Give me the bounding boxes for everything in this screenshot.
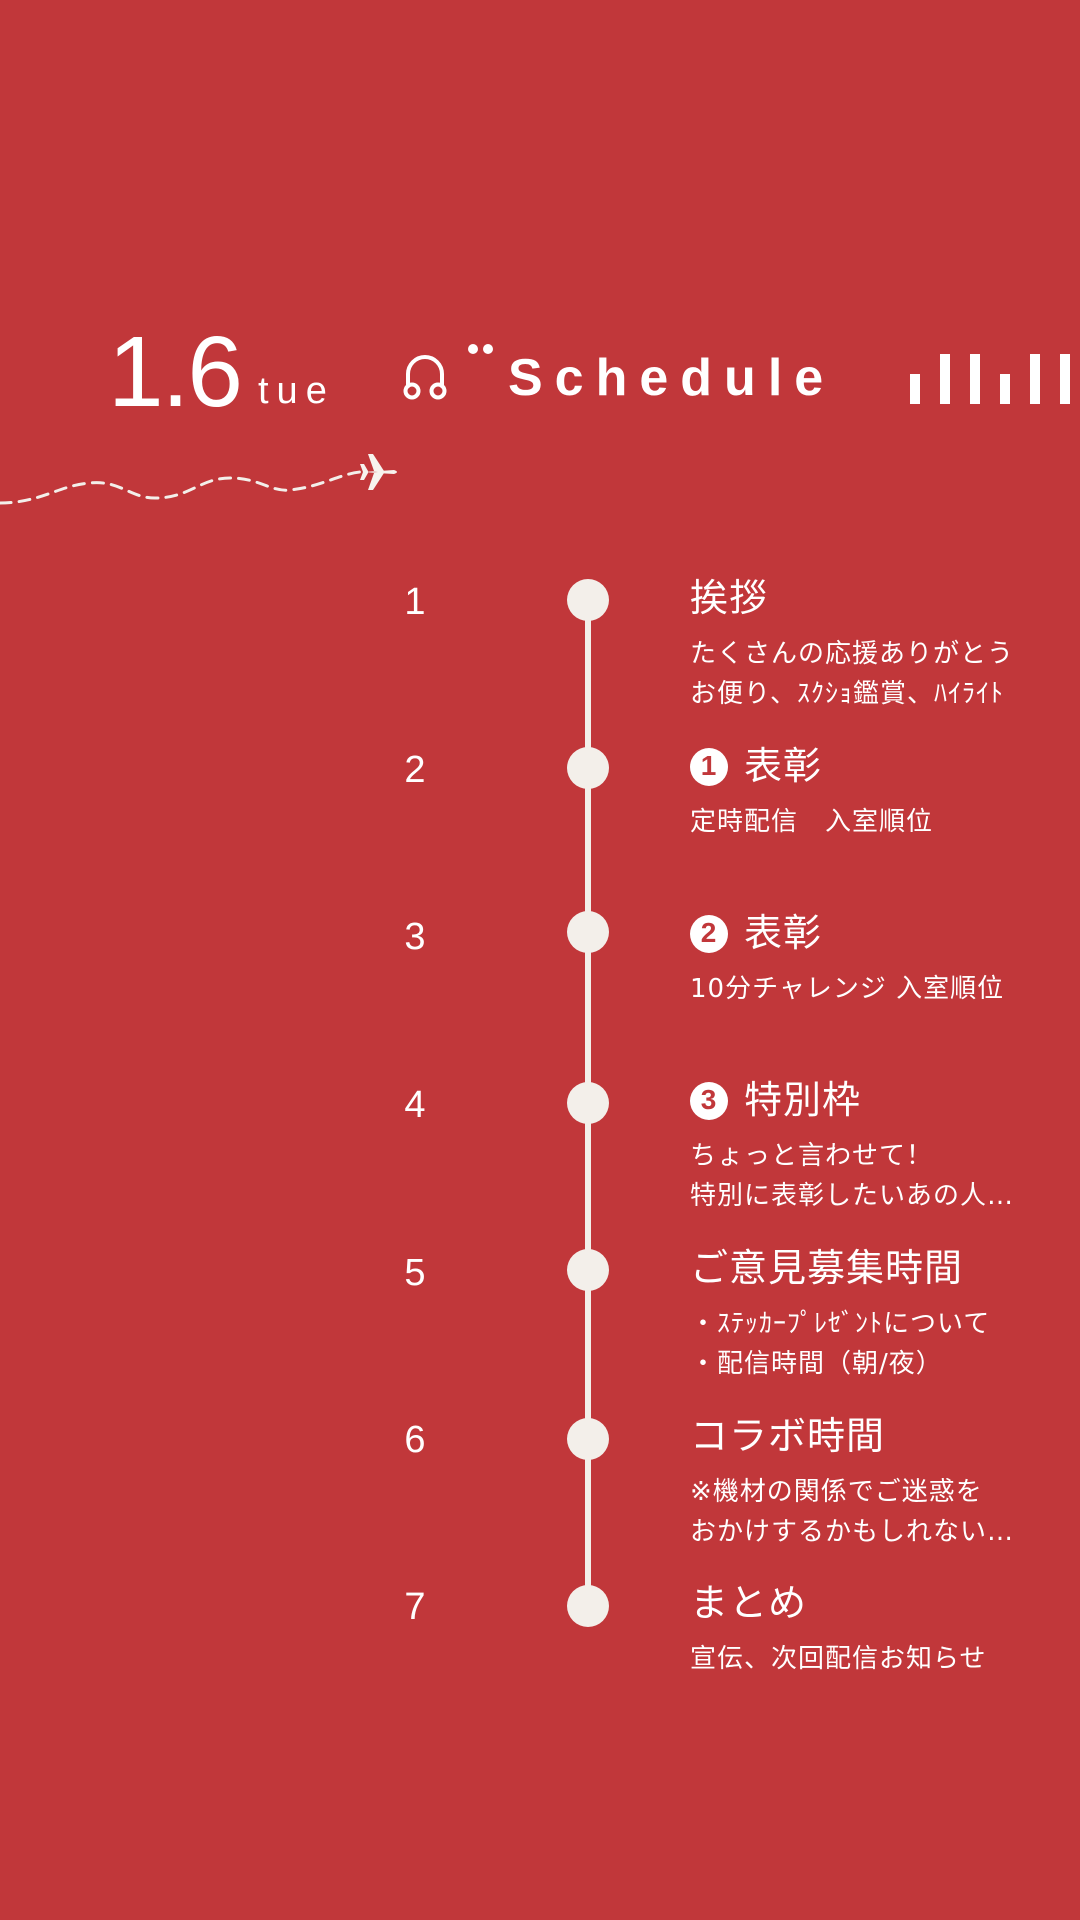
timeline-dot [567, 1082, 609, 1124]
step-title: 2 表彰 [690, 911, 1080, 955]
step-title: コラボ時間 [690, 1414, 1080, 1458]
step-number: 5 [404, 1252, 426, 1294]
timeline-dot [567, 911, 609, 953]
number-badge-icon: 2 [690, 914, 728, 953]
description-line: おかけするかもしれない… [690, 1516, 1015, 1547]
description-line: お便り、ｽｸｼｮ鑑賞、ﾊｲﾗｲﾄ [690, 678, 1004, 709]
description-line: ちょっと言わせて！ [690, 1140, 934, 1171]
step-number: 1 [404, 581, 426, 623]
step-description: 宣伝、次回配信お知らせ [690, 1639, 1080, 1679]
airplane-icon [360, 454, 397, 490]
step-number: 6 [404, 1419, 426, 1461]
timeline-dot [567, 747, 609, 789]
headphone-icon [403, 355, 447, 400]
step-number: 3 [404, 916, 426, 958]
schedule-item: ご意見募集時間 ・ｽﾃｯｶｰﾌﾟﾚｾﾞﾝﾄについて ・配信時間（朝/夜） [690, 1246, 1080, 1384]
date-number: 1.6 [108, 316, 243, 428]
schedule-item: 3 特別枠 ちょっと言わせて！ 特別に表彰したいあの人… [690, 1078, 1080, 1216]
description-line: ・配信時間（朝/夜） [690, 1348, 943, 1379]
step-title-text: コラボ時間 [690, 1414, 886, 1458]
step-title: まとめ [690, 1581, 1080, 1625]
description-line: ・ｽﾃｯｶｰﾌﾟﾚｾﾞﾝﾄについて [690, 1308, 991, 1339]
bars-icon [910, 354, 1070, 404]
weekday-label: tue [258, 370, 335, 412]
step-title-text: ご意見募集時間 [690, 1246, 964, 1290]
step-title: ご意見募集時間 [690, 1246, 1080, 1290]
step-title-text: 特別枠 [744, 1078, 862, 1122]
number-badge-icon: 3 [690, 1081, 728, 1120]
timeline-dot [567, 1249, 609, 1291]
step-number: 4 [404, 1084, 426, 1126]
step-description: ・ｽﾃｯｶｰﾌﾟﾚｾﾞﾝﾄについて ・配信時間（朝/夜） [690, 1304, 1080, 1384]
timeline-dot [567, 579, 609, 621]
description-line: 定時配信 入室順位 [690, 806, 934, 837]
step-title-text: 挨拶 [690, 576, 769, 620]
schedule-item: 1 表彰 定時配信 入室順位 [690, 744, 1080, 842]
step-description: ※機材の関係でご迷惑を おかけするかもしれない… [690, 1472, 1080, 1552]
step-description: たくさんの応援ありがとう お便り、ｽｸｼｮ鑑賞、ﾊｲﾗｲﾄ [690, 634, 1080, 714]
flight-path [0, 454, 397, 505]
step-title-text: まとめ [690, 1581, 808, 1625]
step-number: 7 [404, 1586, 426, 1628]
description-line: 10分チャレンジ 入室順位 [690, 973, 1005, 1004]
step-description: 定時配信 入室順位 [690, 802, 1080, 842]
description-line: たくさんの応援ありがとう [690, 638, 1015, 669]
step-title: 1 表彰 [690, 744, 1080, 788]
schedule-item: 2 表彰 10分チャレンジ 入室順位 [690, 911, 1080, 1009]
dots-icon [468, 344, 493, 354]
timeline-dot [567, 1585, 609, 1627]
step-title: 挨拶 [690, 576, 1080, 620]
description-line: ※機材の関係でご迷惑を [690, 1476, 983, 1507]
schedule-item: コラボ時間 ※機材の関係でご迷惑を おかけするかもしれない… [690, 1414, 1080, 1552]
description-line: 宣伝、次回配信お知らせ [690, 1643, 987, 1674]
description-line: 特別に表彰したいあの人… [690, 1180, 1015, 1211]
step-number: 2 [404, 749, 426, 791]
step-title: 3 特別枠 [690, 1078, 1080, 1122]
step-title-text: 表彰 [744, 911, 823, 955]
step-title-text: 表彰 [744, 744, 823, 788]
schedule-item: まとめ 宣伝、次回配信お知らせ [690, 1581, 1080, 1679]
step-description: ちょっと言わせて！ 特別に表彰したいあの人… [690, 1136, 1080, 1216]
schedule-item: 挨拶 たくさんの応援ありがとう お便り、ｽｸｼｮ鑑賞、ﾊｲﾗｲﾄ [690, 576, 1080, 714]
schedule-title: Schedule [508, 349, 836, 407]
number-badge-icon: 1 [690, 747, 728, 786]
timeline-dot [567, 1418, 609, 1460]
step-description: 10分チャレンジ 入室順位 [690, 969, 1080, 1009]
